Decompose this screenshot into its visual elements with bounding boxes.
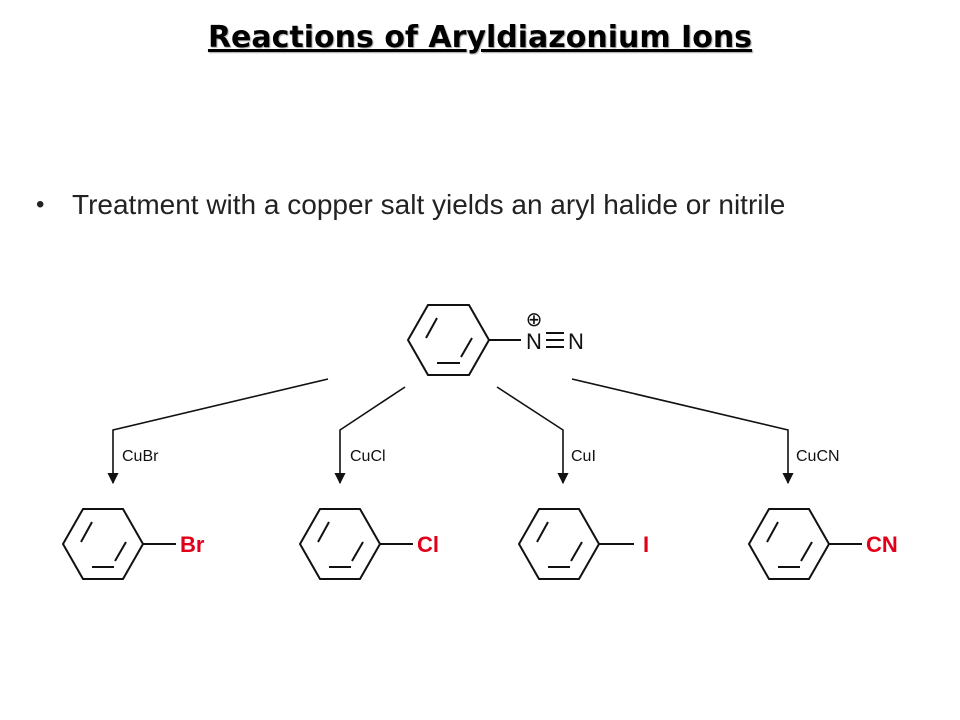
product-chlorobenzene: Cl xyxy=(298,508,439,580)
arrow-cubr xyxy=(107,378,329,485)
benzenediazonium-structure: ⊕ N N xyxy=(406,304,584,376)
reagent-label-cucn: CuCN xyxy=(796,448,840,465)
product-benzonitrile: CN xyxy=(747,508,898,580)
arrow-cui xyxy=(496,386,569,485)
product-bromobenzene: Br xyxy=(61,508,205,580)
reagent-label-cubr: CuBr xyxy=(122,448,159,465)
product-substituent-i: I xyxy=(643,532,649,557)
bullet-item: • Treatment with a copper salt yields an… xyxy=(36,184,886,226)
reagent-label-cui: CuI xyxy=(571,448,596,465)
product-substituent-br: Br xyxy=(180,532,205,557)
diazonium-n1: N xyxy=(526,329,542,354)
triple-bond xyxy=(546,332,564,348)
reagent-label-cucl: CuCl xyxy=(350,448,386,465)
reactant-benzene-ring xyxy=(406,304,521,376)
arrow-cucl xyxy=(334,386,406,485)
diazonium-n2: N xyxy=(568,329,584,354)
reaction-arrows xyxy=(107,378,794,485)
slide-title: Reactions of Aryldiazonium Ions xyxy=(207,20,753,55)
product-iodobenzene: I xyxy=(517,508,649,580)
bullet-dot-icon: • xyxy=(36,191,45,218)
product-substituent-cn: CN xyxy=(866,532,898,557)
arrow-cucn xyxy=(571,378,794,485)
bullet-text: Treatment with a copper salt yields an a… xyxy=(72,189,786,220)
product-substituent-cl: Cl xyxy=(417,532,439,557)
diazonium-charge: ⊕ xyxy=(526,309,543,331)
